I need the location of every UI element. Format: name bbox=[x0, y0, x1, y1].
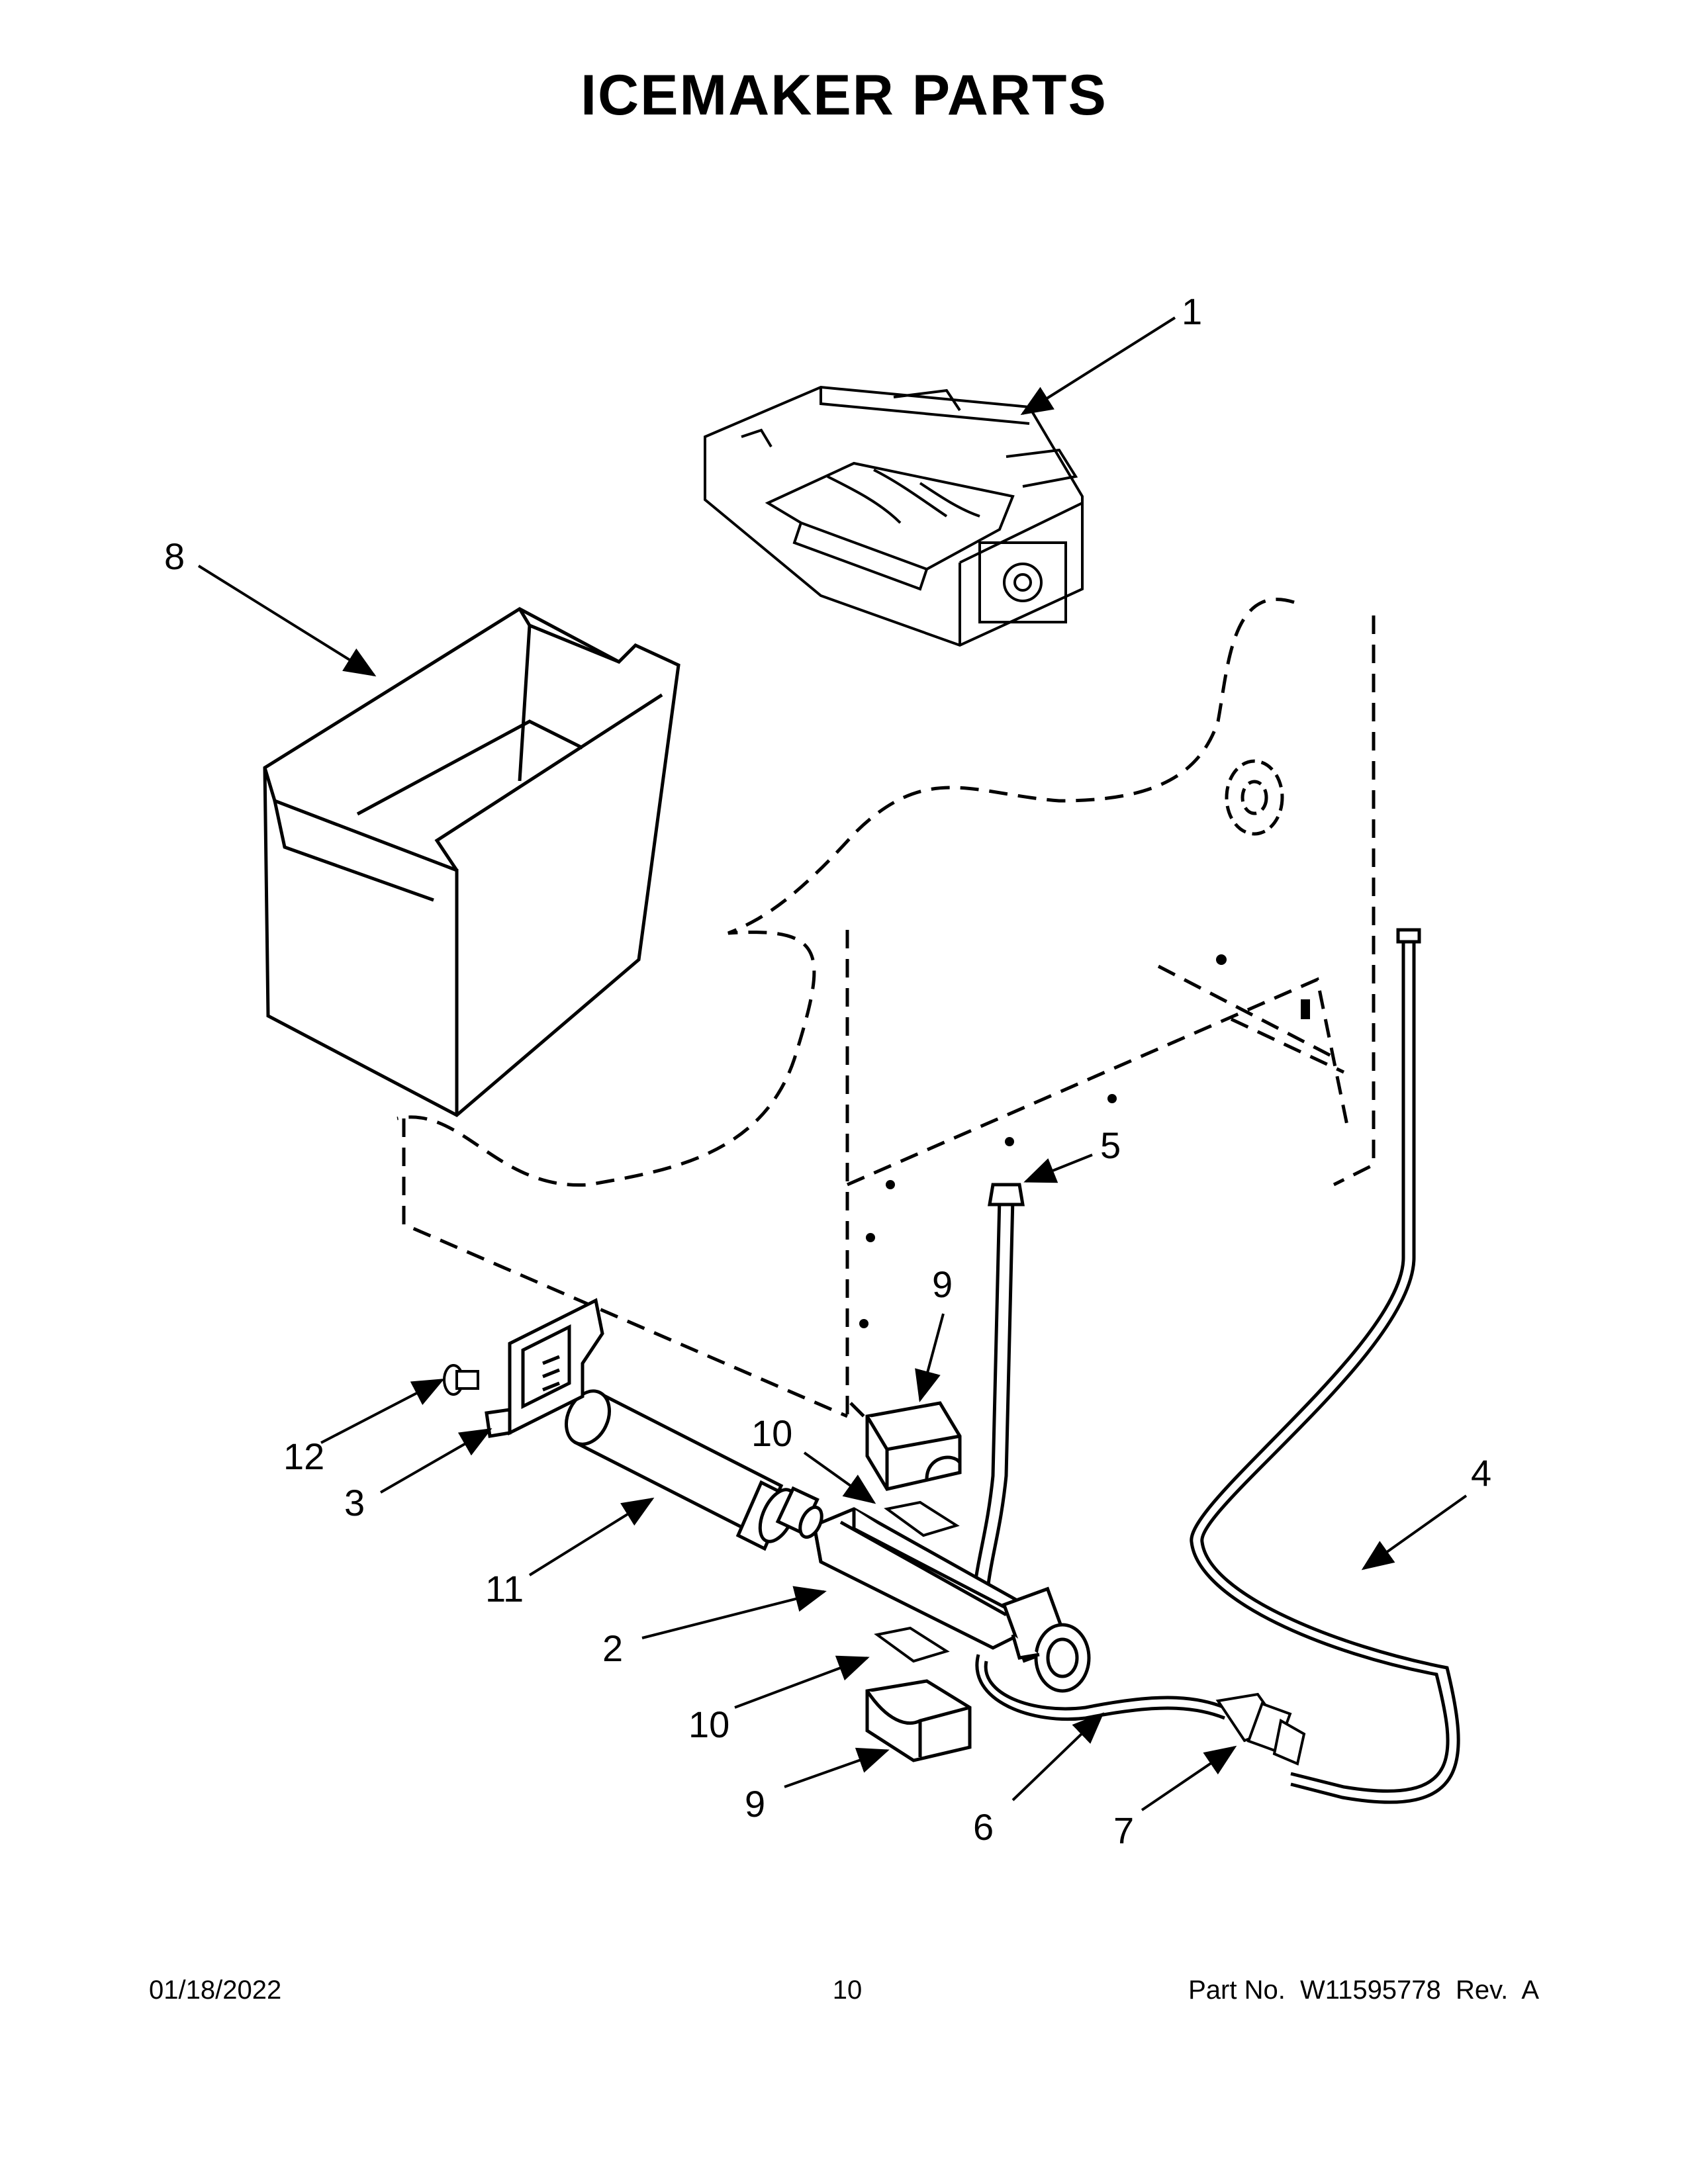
callout-10-lower: 10 bbox=[688, 1704, 729, 1745]
foam-pad-upper bbox=[865, 1401, 962, 1491]
leader-10-upper bbox=[803, 1451, 876, 1504]
leader-12 bbox=[320, 1379, 445, 1444]
water-tube-to-valve bbox=[975, 1654, 1225, 1721]
page-title: ICEMAKER PARTS bbox=[581, 64, 1107, 127]
callout-10-upper: 10 bbox=[751, 1412, 792, 1454]
water-tube bbox=[1190, 928, 1460, 1804]
callout-2: 2 bbox=[602, 1627, 623, 1669]
leader-7 bbox=[1141, 1745, 1237, 1811]
water-filter-cartridge bbox=[565, 1389, 823, 1551]
callout-7: 7 bbox=[1113, 1809, 1134, 1851]
foam-strip-lower bbox=[874, 1626, 950, 1663]
callout-1: 1 bbox=[1182, 291, 1202, 332]
callout-4: 4 bbox=[1471, 1452, 1491, 1494]
ice-bin bbox=[263, 607, 680, 1118]
cabinet-outline-dashed bbox=[397, 598, 1376, 1418]
leader-11 bbox=[528, 1497, 655, 1576]
callout-6: 6 bbox=[973, 1806, 994, 1848]
leader-9-upper bbox=[915, 1313, 945, 1402]
callout-3: 3 bbox=[344, 1482, 365, 1524]
leader-9-lower bbox=[784, 1747, 890, 1788]
callout-8: 8 bbox=[164, 535, 185, 577]
footer-date: 01/18/2022 bbox=[149, 1976, 282, 2005]
callout-5: 5 bbox=[1100, 1124, 1121, 1166]
foam-strip-upper bbox=[884, 1500, 960, 1537]
filter-housing bbox=[812, 1507, 1091, 1693]
leader-3 bbox=[380, 1428, 492, 1494]
leader-2 bbox=[641, 1586, 827, 1639]
callout-12: 12 bbox=[283, 1435, 324, 1477]
screw bbox=[443, 1364, 479, 1396]
leader-lines bbox=[197, 316, 1468, 1811]
leader-5 bbox=[1023, 1154, 1093, 1183]
filter-bracket bbox=[485, 1298, 604, 1438]
icemaker-assembly bbox=[704, 385, 1084, 647]
callout-11: 11 bbox=[485, 1568, 524, 1610]
leader-4 bbox=[1361, 1494, 1468, 1570]
leader-6 bbox=[1011, 1712, 1104, 1801]
leader-8 bbox=[197, 565, 377, 677]
callout-9-upper: 9 bbox=[932, 1263, 953, 1305]
tube-connector bbox=[1215, 1692, 1306, 1766]
callout-labels: 1 8 5 9 10 4 12 3 11 2 10 9 6 7 bbox=[164, 291, 1491, 1851]
leader-10-lower bbox=[734, 1655, 870, 1709]
wall-mount-circle bbox=[1225, 759, 1284, 836]
leader-1 bbox=[1020, 316, 1176, 416]
foam-pad-lower bbox=[865, 1679, 972, 1762]
fill-tube bbox=[971, 1183, 1025, 1615]
callout-9-lower: 9 bbox=[745, 1783, 765, 1825]
cabinet-screw-marks bbox=[859, 954, 1310, 1328]
footer-part-number: Part No. W11595778 Rev. A bbox=[1188, 1976, 1539, 2005]
footer-page-number: 10 bbox=[832, 1976, 863, 2005]
